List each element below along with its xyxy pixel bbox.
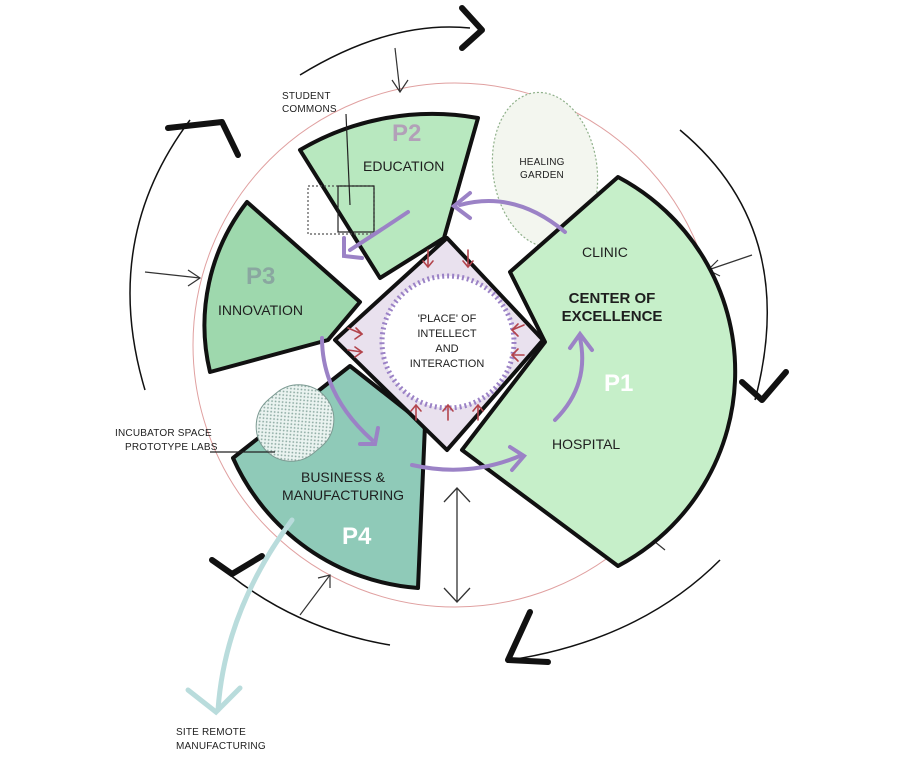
outer-arc-right [679,129,769,401]
p2-title: EDUCATION [363,158,444,174]
flow-p3-to-p4 [320,336,374,442]
p3-title: INNOVATION [218,302,303,318]
flow-hospital-to-clinic [553,336,585,422]
center-line-2: INTELLECT [417,328,477,340]
center-ring [379,273,517,411]
site-remote-line-2: MANUFACTURING [176,741,266,752]
incubator-line-2: PROTOTYPE LABS [125,442,218,453]
p1-title-line-2: EXCELLENCE [562,308,663,325]
p4-code: P4 [342,523,372,550]
center-line-3: AND [435,343,458,355]
purple-flow-arrows [320,191,594,472]
arrowhead-right [739,369,789,403]
p1-hospital-label: HOSPITAL [552,436,620,452]
arrowhead-bottom-right [505,609,551,665]
arrowhead-left [165,119,241,158]
p1-title-line-1: CENTER OF [569,290,656,307]
center-line-4: INTERACTION [410,358,485,370]
flow-p1-to-p2 [458,199,567,234]
p4-title-line-1: BUSINESS & [301,469,386,485]
p3-code: P3 [246,263,275,290]
center-label: 'PLACE' OF INTELLECT AND INTERACTION [410,313,485,370]
outer-arc-bottom-right [509,559,721,661]
leader-lines [210,113,351,453]
outer-arc-top [299,26,471,76]
student-commons-line-2: COMMONS [282,104,337,115]
flow-p4-to-p1 [410,453,524,472]
healing-garden-line-2: GARDEN [520,170,564,181]
outer-arc-bottom-left [229,574,391,646]
healing-garden-line-1: HEALING [519,157,564,168]
flow-p2-to-p3 [348,210,410,252]
p1-clinic-label: CLINIC [582,244,628,260]
arrowhead-top [459,5,485,51]
healing-garden-zone [491,91,599,249]
incubator-line-1: INCUBATOR SPACE [115,428,212,439]
incubator-zone [255,384,335,462]
red-arrows [347,249,525,421]
p4-title-line-2: MANUFACTURING [282,487,404,503]
student-commons-line-1: STUDENT [282,91,331,102]
outer-circulation-arcs [129,26,769,661]
center-line-1: 'PLACE' OF [418,313,477,325]
p3-sector [202,200,362,374]
outer-arc-left [129,119,191,391]
student-commons-inner [337,185,375,233]
p1-sector [460,175,738,568]
circulation-arrowheads [165,5,789,665]
p1-code: P1 [604,370,633,397]
p2-sector [298,112,480,280]
site-remote-arrow [185,517,295,716]
vertical-double-arrow [443,487,471,603]
site-remote-line-1: SITE REMOTE [176,727,246,738]
p2-code: P2 [392,120,421,147]
arrowhead-bottom-left [209,553,265,577]
